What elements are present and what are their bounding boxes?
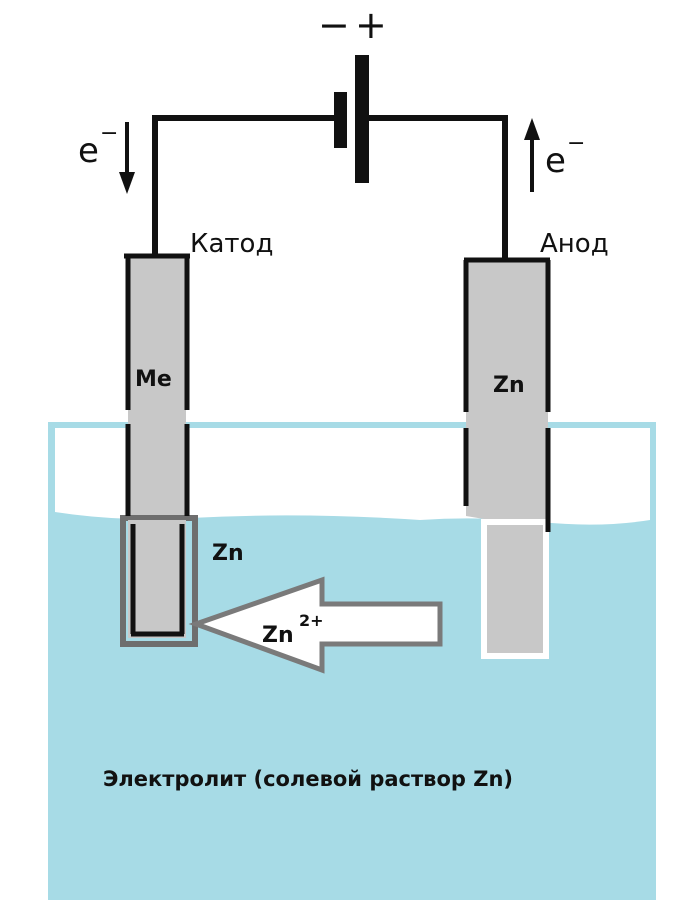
- battery-plus-sign: +: [355, 3, 387, 47]
- electron-left-charge: −: [100, 121, 118, 146]
- ion-migration-arrow-icon: [188, 576, 443, 674]
- cathode-coating-label: Zn: [212, 541, 244, 566]
- electron-left-symbol: e: [78, 131, 99, 171]
- electron-right-charge: −: [567, 131, 585, 156]
- circuit-wire: [152, 115, 508, 258]
- electron-flow-up-arrow-icon: [524, 118, 540, 192]
- anode-electrode-label: Zn: [493, 373, 525, 398]
- cathode-electrode-label: Me: [135, 367, 172, 392]
- anode-electrode: [463, 257, 551, 659]
- battery-icon: [334, 55, 369, 183]
- electron-right-symbol: e: [545, 141, 566, 181]
- cathode-label: Катод: [190, 229, 273, 259]
- electrolyte-label: Электролит (солевой раствор Zn): [103, 767, 513, 791]
- anode-label: Анод: [540, 229, 609, 259]
- cathode-electrode: [120, 253, 198, 647]
- ion-charge: 2+: [299, 611, 324, 630]
- dissolved-anode-part: [481, 519, 549, 659]
- electron-flow-down-arrow-icon: [119, 122, 135, 194]
- battery-minus-sign: −: [318, 3, 350, 47]
- ion-symbol: Zn: [262, 623, 294, 648]
- zinc-coating-layer: [120, 515, 198, 647]
